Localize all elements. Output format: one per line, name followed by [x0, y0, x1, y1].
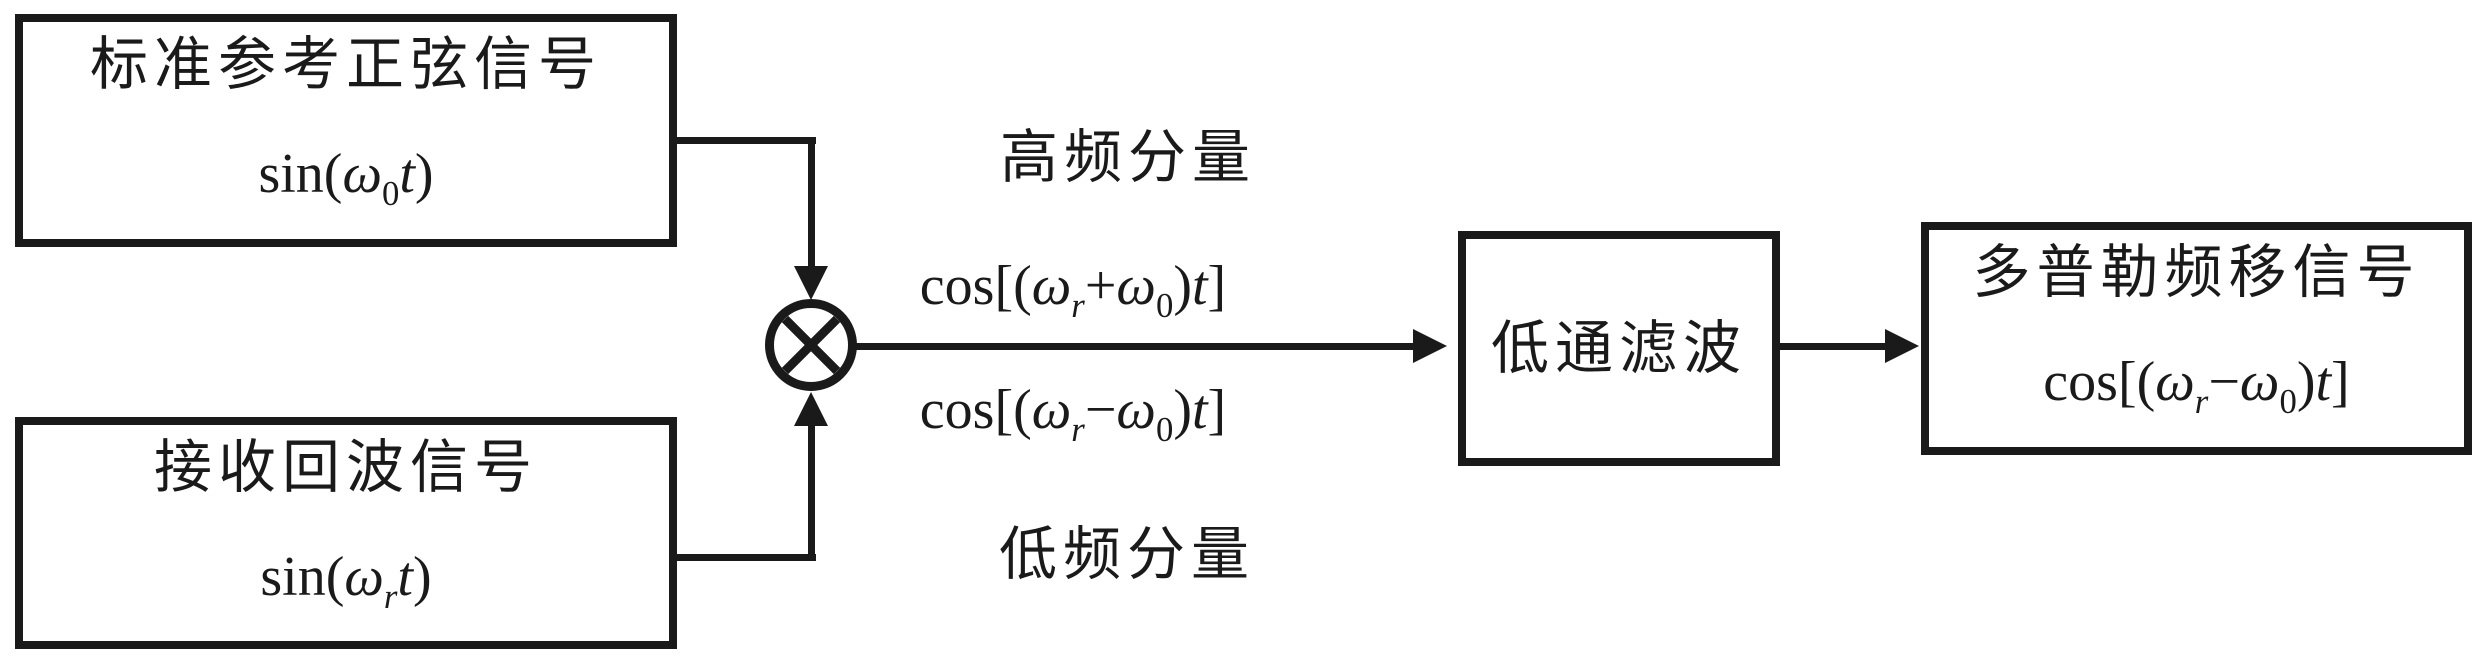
block-reference-signal: 标准参考正弦信号 sin(ω0t)	[15, 14, 677, 247]
sum-frequency-formula: cos[(ωr+ω0)t]	[919, 254, 1227, 326]
block-low-pass-filter: 低通滤波	[1458, 231, 1780, 466]
doppler-output-label: 多普勒频移信号	[1972, 240, 2421, 306]
high-frequency-component-label: 高频分量	[999, 125, 1257, 190]
multiplier-mixer-icon	[765, 299, 857, 391]
connector-reference-horizontal	[670, 137, 816, 144]
reference-block-label: 标准参考正弦信号	[89, 32, 602, 98]
low-pass-filter-label: 低通滤波	[1490, 315, 1747, 381]
low-frequency-component-label: 低频分量	[998, 522, 1256, 587]
reference-signal-formula: sin(ω0t)	[258, 143, 434, 214]
arrow-down-into-mixer-icon	[794, 266, 828, 300]
block-doppler-output: 多普勒频移信号 cos[(ωr−ω0)t]	[1921, 222, 2472, 455]
arrow-right-into-output-icon	[1885, 329, 1919, 363]
connector-mixer-output	[855, 343, 1413, 350]
difference-frequency-formula: cos[(ωr−ω0)t]	[919, 378, 1227, 450]
arrow-up-into-mixer-icon	[794, 392, 828, 426]
connector-echo-horizontal	[670, 554, 816, 561]
connector-echo-vertical	[808, 424, 815, 561]
echo-block-label: 接收回波信号	[153, 434, 538, 500]
connector-reference-vertical	[808, 137, 815, 269]
block-echo-signal: 接收回波信号 sin(ωrt)	[15, 417, 677, 649]
echo-signal-formula: sin(ωrt)	[260, 545, 432, 617]
doppler-output-formula: cos[(ωr−ω0)t]	[2043, 351, 2350, 422]
connector-lpf-output	[1778, 343, 1885, 350]
arrow-right-into-lpf-icon	[1413, 329, 1447, 363]
